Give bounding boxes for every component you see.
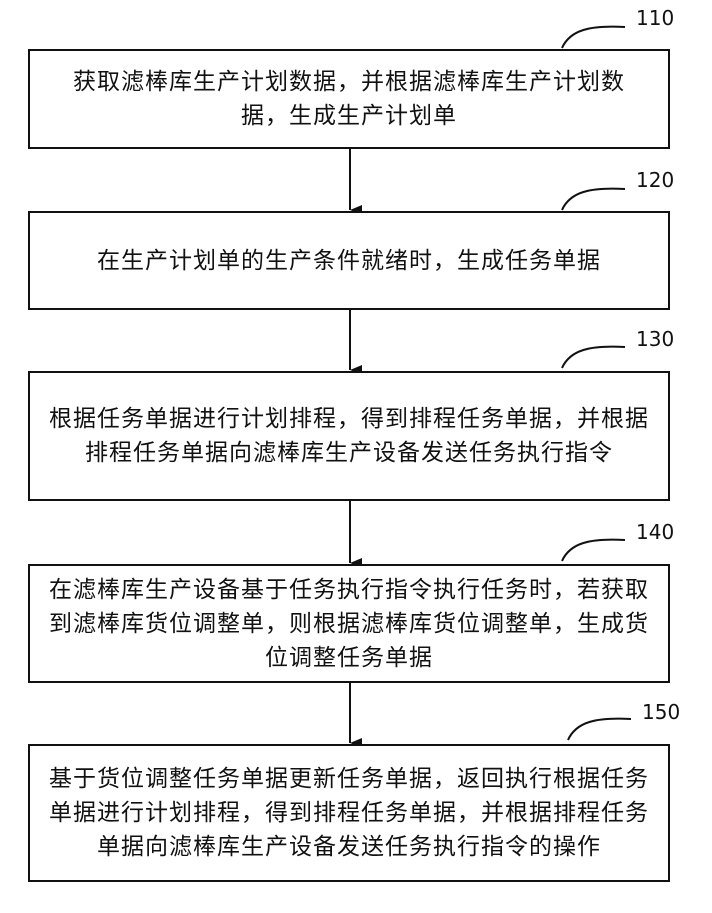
step-box-120: 在生产计划单的生产条件就绪时，生成任务单据 [28, 211, 670, 310]
step-label-140: 140 [636, 520, 674, 544]
step-label-110: 110 [636, 6, 674, 30]
step-text-120: 在生产计划单的生产条件就绪时，生成任务单据 [89, 244, 609, 278]
label-leader-130 [562, 347, 625, 368]
step-text-140: 在滤棒库生产设备基于任务执行指令执行任务时，若获取到滤棒库货位调整单，则根据滤棒… [41, 573, 657, 675]
step-label-120: 120 [636, 168, 674, 192]
step-label-150: 150 [642, 700, 680, 724]
step-box-150: 基于货位调整任务单据更新任务单据，返回执行根据任务单据进行计划排程，得到排程任务… [28, 744, 670, 882]
label-leader-150 [568, 719, 631, 740]
step-label-130: 130 [636, 327, 674, 351]
label-leader-140 [562, 540, 625, 561]
step-box-110: 获取滤棒库生产计划数据，并根据滤棒库生产计划数据，生成生产计划单 [28, 49, 670, 149]
label-leader-110 [562, 27, 625, 48]
step-text-130: 根据任务单据进行计划排程，得到排程任务单据，并根据排程任务单据向滤棒库生产设备发… [41, 402, 657, 470]
label-leader-120 [562, 189, 625, 210]
step-box-130: 根据任务单据进行计划排程，得到排程任务单据，并根据排程任务单据向滤棒库生产设备发… [28, 371, 670, 501]
step-text-110: 获取滤棒库生产计划数据，并根据滤棒库生产计划数据，生成生产计划单 [51, 65, 647, 133]
step-text-150: 基于货位调整任务单据更新任务单据，返回执行根据任务单据进行计划排程，得到排程任务… [36, 762, 662, 864]
step-box-140: 在滤棒库生产设备基于任务执行指令执行任务时，若获取到滤棒库货位调整单，则根据滤棒… [28, 564, 670, 683]
